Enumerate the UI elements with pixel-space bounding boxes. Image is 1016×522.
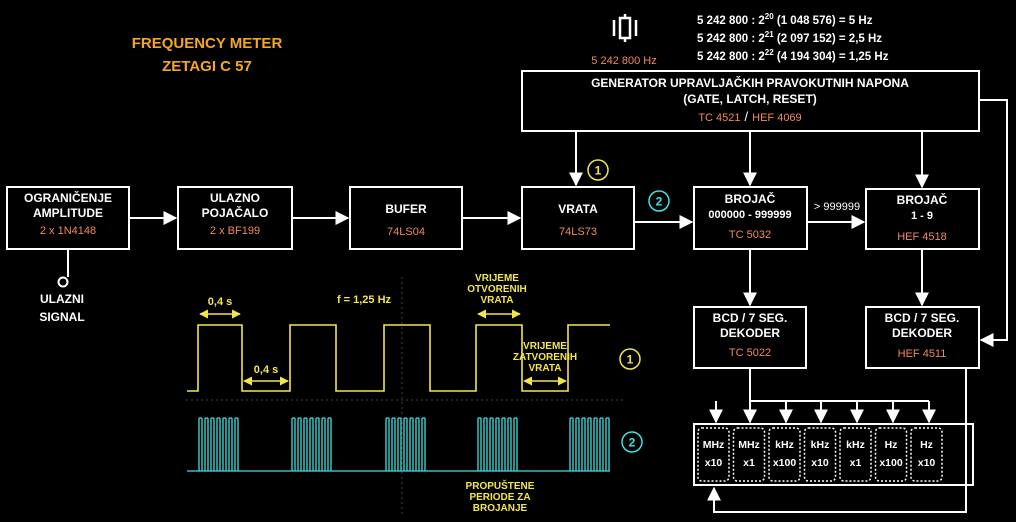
closed-gate-line1: VRIJEME — [523, 341, 567, 352]
generator-line2: (GATE, LATCH, RESET) — [683, 92, 817, 106]
digit-cell: Hz x100 — [874, 427, 908, 482]
limiter-line2: AMPLITUDE — [33, 206, 103, 220]
decoder1-line1: BCD / 7 SEG. — [713, 311, 788, 325]
counter1-line1: BROJAČ — [725, 191, 776, 206]
decoder2-line2: DEKODER — [892, 326, 952, 340]
buffer-line1: BUFER — [385, 202, 427, 216]
digit-unit: Hz — [920, 439, 933, 451]
digit-unit: MHz — [703, 439, 725, 451]
closed-gate-line3: VRATA — [529, 363, 562, 374]
counter2-chip: HEF 4518 — [897, 231, 947, 243]
overflow-label: > 999999 — [814, 201, 860, 213]
marker-1-scope — [619, 348, 641, 370]
signal-arrows — [67, 99, 1008, 347]
marker-2-top — [648, 190, 670, 212]
low-time-label: 0,4 s — [254, 364, 278, 376]
digit-cell-frame — [839, 427, 872, 482]
gate-chip: 74LS73 — [559, 226, 597, 238]
decoder1-chip: TC 5022 — [729, 347, 771, 359]
passed-periods-line3: BROJANJE — [473, 503, 528, 514]
buffer-block — [349, 186, 463, 250]
marker-1-top-label: 1 — [595, 164, 602, 178]
marker-2-scope-label: 2 — [629, 436, 636, 450]
digit-unit: kHz — [775, 439, 794, 451]
digit-unit: Hz — [885, 439, 898, 451]
decoder1-line2: DEKODER — [720, 326, 780, 340]
crystal-icon — [612, 14, 638, 42]
title-line1: FREQUENCY METER — [132, 35, 283, 52]
display-bus — [707, 368, 967, 513]
limiter-line1: OGRANIČENJE — [24, 190, 112, 205]
high-time-label: 0,4 s — [208, 296, 232, 308]
decoder2-line1: BCD / 7 SEG. — [885, 311, 960, 325]
marker-1-scope-label: 1 — [627, 353, 634, 367]
formula-1: 5 242 800 : 220 (1 048 576) = 5 Hz — [697, 12, 873, 27]
amplifier-line1: ULAZNO — [210, 191, 260, 205]
digit-cell: Hz x10 — [910, 427, 943, 482]
amplifier-line2: POJAČALO — [202, 205, 269, 220]
digit-cell-frame — [697, 427, 730, 482]
digit-cell-frame — [910, 427, 943, 482]
frequency-label: f = 1,25 Hz — [337, 294, 392, 306]
counter2-line2: 1 - 9 — [911, 210, 933, 222]
display-panel — [693, 423, 974, 486]
digit-cell: MHz x10 — [697, 427, 730, 482]
formula-3: 5 242 800 : 222 (4 194 304) = 1,25 Hz — [697, 48, 889, 63]
counter1-chip: TC 5032 — [729, 229, 771, 241]
digit-cell-frame — [874, 427, 908, 482]
counter2-line1: BROJAČ — [897, 192, 948, 207]
digit-multiplier: x100 — [773, 457, 797, 469]
digit-multiplier: x1 — [850, 457, 862, 469]
digit-multiplier: x1 — [743, 457, 755, 469]
formula-2: 5 242 800 : 221 (2 097 152) = 2,5 Hz — [697, 30, 882, 45]
gate-block — [521, 186, 635, 250]
title-line2: ZETAGI C 57 — [162, 58, 252, 75]
digit-multiplier: x10 — [918, 457, 936, 469]
open-gate-line2: OTVORENIH — [467, 284, 526, 295]
generator-line1: GENERATOR UPRAVLJAČKIH PRAVOKUTNIH NAPON… — [591, 75, 909, 90]
digit-cell: kHz x10 — [803, 427, 837, 482]
open-gate-line1: VRIJEME — [475, 273, 519, 284]
decoder2-chip: HEF 4511 — [898, 348, 947, 360]
counted-pulses — [187, 417, 610, 472]
crystal-frequency: 5 242 800 Hz — [591, 55, 656, 67]
digit-cell-frame — [732, 427, 766, 482]
digit-multiplier: x100 — [879, 457, 903, 469]
scope-annotation-arrows — [199, 309, 567, 386]
digit-cell-frame — [768, 427, 801, 482]
gate-waveform — [187, 324, 610, 392]
closed-gate-line2: ZATVORENIH — [513, 352, 577, 363]
input-label-line2: SIGNAL — [39, 310, 84, 324]
amplifier-chip: 2 x BF199 — [210, 225, 260, 237]
digit-cell-frame — [803, 427, 837, 482]
digit-unit: MHz — [738, 439, 760, 451]
limiter-chip: 2 x 1N4148 — [40, 225, 96, 237]
decoder2-block — [865, 306, 980, 369]
marker-2-top-label: 2 — [656, 195, 663, 209]
digit-unit: kHz — [811, 439, 830, 451]
digit-unit: kHz — [846, 439, 865, 451]
gate-line1: VRATA — [558, 202, 598, 216]
input-label-line1: ULAZNI — [40, 292, 84, 306]
buffer-chip: 74LS04 — [387, 226, 425, 238]
generator-chips: TC 4521/HEF 4069 — [698, 109, 801, 124]
passed-periods-line1: PROPUŠTENE — [466, 479, 535, 492]
open-gate-line3: VRATA — [481, 295, 514, 306]
passed-periods-line2: PERIODE ZA — [469, 492, 530, 503]
marker-1-top — [587, 159, 609, 181]
digit-cell: kHz x100 — [768, 427, 801, 482]
marker-2-scope — [621, 431, 643, 453]
display-digits: MHz x10 MHz x1 kHz x100 kHz x10 kHz x1 Hz x100 Hz x10 — [697, 427, 943, 482]
digit-multiplier: x10 — [811, 457, 829, 469]
digit-cell: MHz x1 — [732, 427, 766, 482]
scope-grid — [186, 277, 626, 515]
digit-cell: kHz x1 — [839, 427, 872, 482]
counter1-line2: 000000 - 999999 — [708, 209, 791, 221]
digit-multiplier: x10 — [705, 457, 723, 469]
input-terminal-icon — [57, 276, 69, 288]
